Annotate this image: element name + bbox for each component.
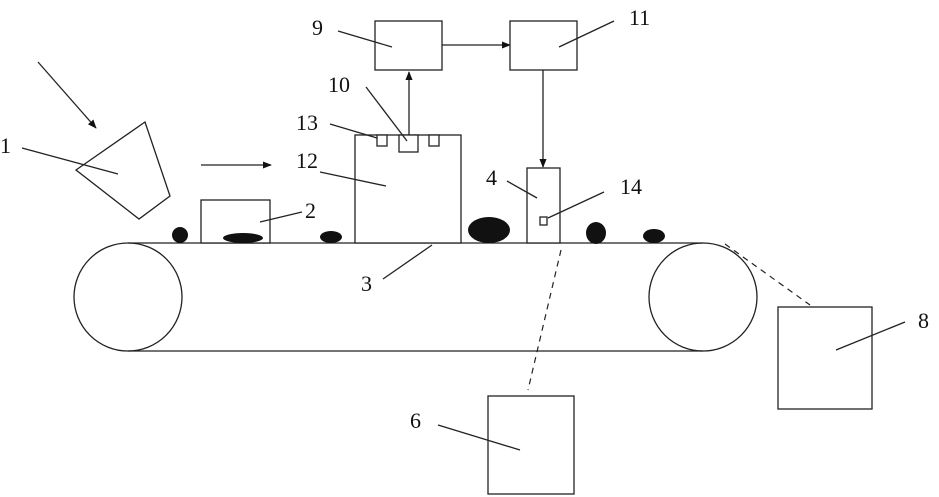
object bbox=[172, 227, 188, 243]
leader-10 bbox=[366, 87, 407, 141]
label-10: 10 bbox=[328, 72, 350, 97]
link-to-6 bbox=[528, 250, 561, 390]
hopper bbox=[76, 122, 170, 219]
leader-13 bbox=[330, 124, 377, 138]
object bbox=[643, 229, 665, 243]
object bbox=[586, 222, 606, 244]
feed-arrow bbox=[38, 62, 96, 128]
label-2: 2 bbox=[305, 198, 316, 223]
conveyor-belt bbox=[74, 243, 757, 351]
object bbox=[320, 231, 342, 243]
label-1: 1 bbox=[0, 133, 11, 158]
camera-10 bbox=[399, 135, 418, 152]
controller-11 bbox=[510, 21, 577, 70]
right-roller bbox=[649, 243, 757, 351]
label-9: 9 bbox=[312, 15, 323, 40]
label-11: 11 bbox=[629, 5, 650, 30]
label-4: 4 bbox=[486, 165, 497, 190]
object bbox=[468, 217, 510, 243]
collector-6 bbox=[488, 396, 574, 494]
label-13: 13 bbox=[296, 110, 318, 135]
sensor-13 bbox=[377, 135, 387, 146]
object bbox=[223, 233, 263, 243]
label-3: 3 bbox=[361, 271, 372, 296]
link-to-8 bbox=[725, 244, 810, 305]
collector-8 bbox=[778, 307, 872, 409]
sensor-13b bbox=[429, 135, 439, 146]
actuator-4 bbox=[527, 168, 560, 243]
leader-3 bbox=[383, 245, 432, 279]
label-14: 14 bbox=[620, 174, 642, 199]
label-6: 6 bbox=[410, 408, 421, 433]
left-roller bbox=[74, 243, 182, 351]
label-8: 8 bbox=[918, 308, 929, 333]
nozzle-14 bbox=[540, 217, 547, 225]
label-12: 12 bbox=[296, 148, 318, 173]
